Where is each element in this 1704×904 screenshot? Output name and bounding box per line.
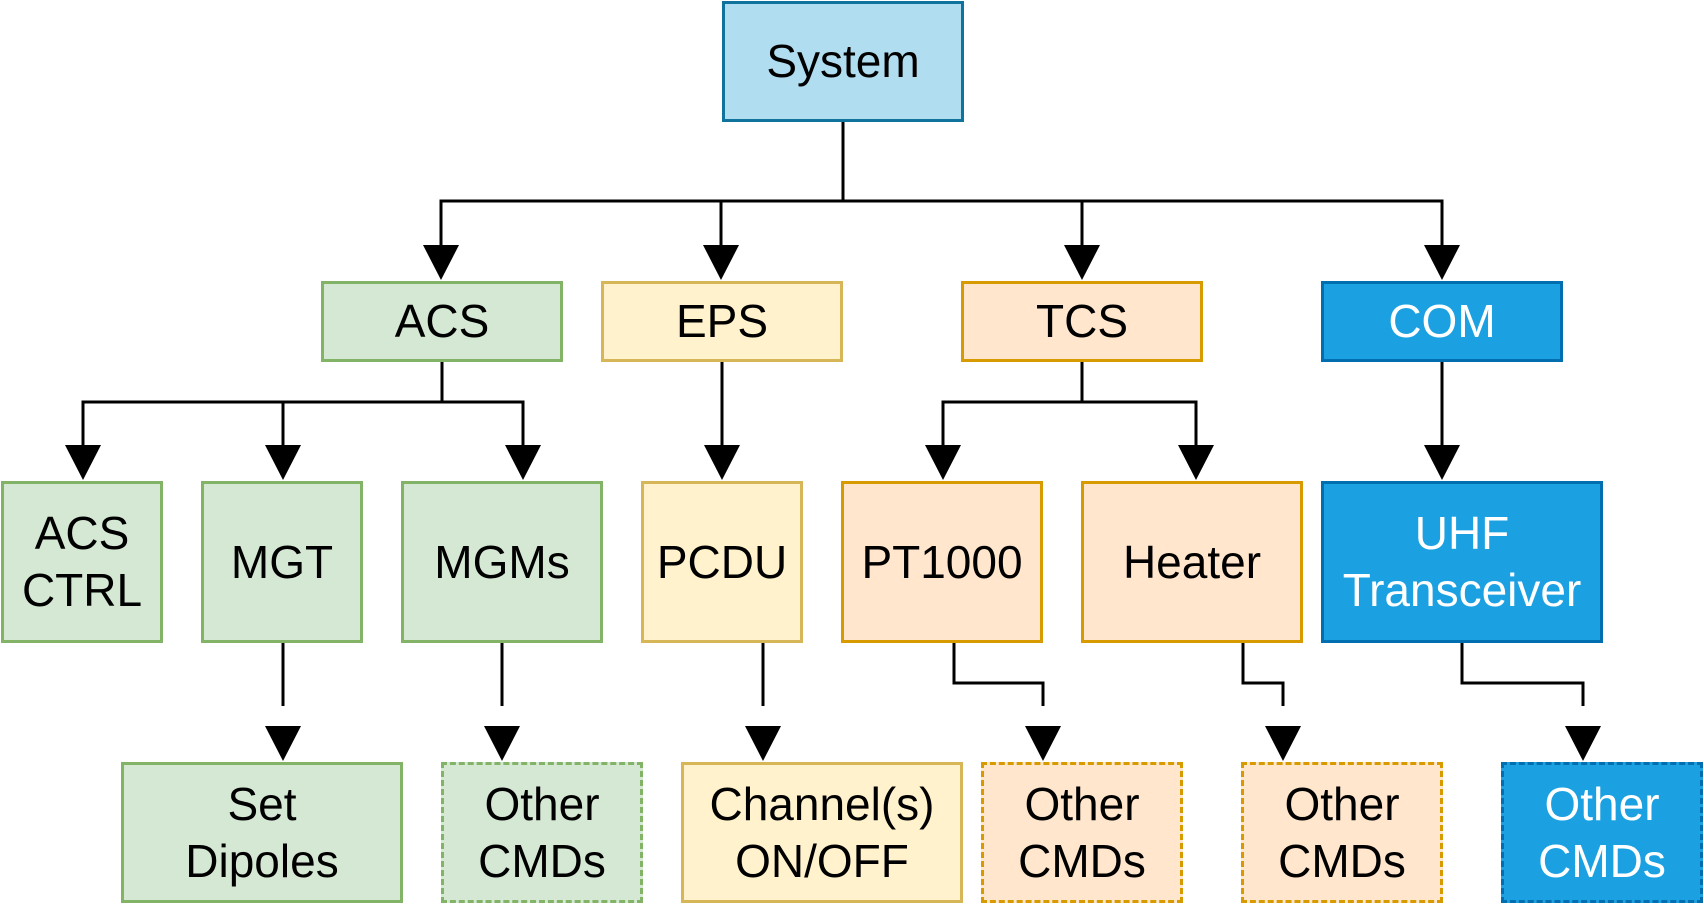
node-mgms: MGMs: [401, 481, 603, 643]
edge-acs-acs-ctrl: [81, 362, 444, 445]
arrowhead: [1064, 245, 1100, 280]
arrowhead: [1178, 445, 1214, 480]
edge-system-eps: [719, 199, 843, 245]
node-pt1000-other-cmds: Other CMDs: [981, 762, 1183, 903]
edge-heater-other-cmds: [1241, 643, 1285, 706]
arrowhead: [1565, 726, 1601, 761]
edge-acs-mgms: [442, 400, 525, 445]
arrowhead: [1025, 726, 1061, 761]
edge-acs-mgt: [281, 400, 442, 445]
arrowhead: [423, 245, 459, 280]
node-uhf-other-cmds: Other CMDs: [1501, 762, 1703, 903]
arrowhead: [65, 445, 101, 480]
edge-system-tcs: [843, 199, 1084, 245]
arrowhead: [745, 726, 781, 761]
node-heater-other-cmds: Other CMDs: [1241, 762, 1443, 903]
edge-pt1000-other-cmds: [952, 643, 1045, 706]
node-mgt: MGT: [201, 481, 363, 643]
node-acs: ACS: [321, 281, 563, 362]
node-pt1000: PT1000: [841, 481, 1043, 643]
edge-uhf-other-cmds: [1460, 643, 1585, 706]
node-system: System: [722, 1, 964, 122]
node-channels-on-off: Channel(s) ON/OFF: [681, 762, 963, 903]
edge-system-acs: [439, 122, 845, 245]
arrowhead: [1265, 726, 1301, 761]
arrowhead: [1424, 445, 1460, 480]
node-acs-ctrl: ACS CTRL: [1, 481, 163, 643]
arrowhead: [1424, 245, 1460, 280]
node-uhf-transceiver: UHF Transceiver: [1321, 481, 1603, 643]
node-com: COM: [1321, 281, 1563, 362]
node-heater: Heater: [1081, 481, 1303, 643]
node-tcs: TCS: [961, 281, 1203, 362]
arrowhead: [265, 726, 301, 761]
arrowhead: [703, 245, 739, 280]
node-eps: EPS: [601, 281, 843, 362]
arrowhead: [505, 445, 541, 480]
edge-tcs-pt1000: [941, 362, 1084, 445]
edge-tcs-heater: [1082, 400, 1198, 445]
node-set-dipoles: Set Dipoles: [121, 762, 403, 903]
arrowhead: [925, 445, 961, 480]
arrowhead: [265, 445, 301, 480]
node-acs-other-cmds: Other CMDs: [441, 762, 643, 903]
node-pcdu: PCDU: [641, 481, 803, 643]
arrowhead: [484, 726, 520, 761]
arrowhead: [704, 445, 740, 480]
edge-system-com: [843, 199, 1444, 245]
